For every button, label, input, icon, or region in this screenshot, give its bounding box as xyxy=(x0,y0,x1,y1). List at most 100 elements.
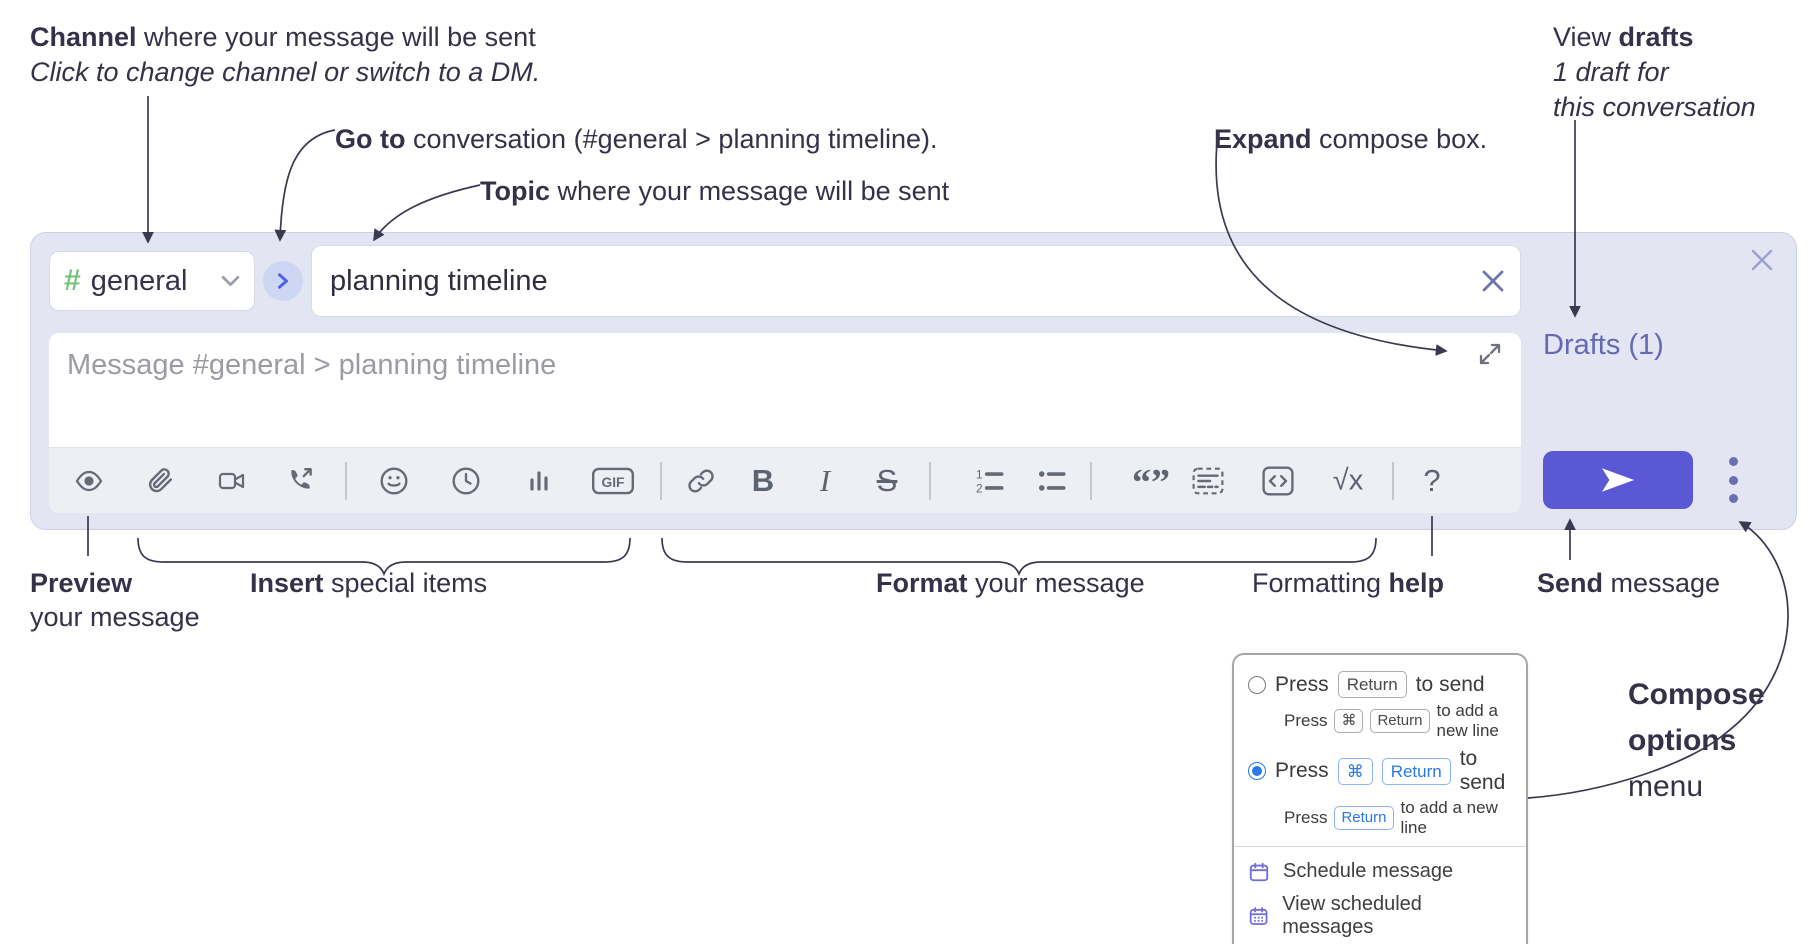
annotation-channel-bold: Channel xyxy=(30,22,137,52)
channel-selector[interactable]: # general xyxy=(49,251,255,311)
video-camera-icon xyxy=(218,472,245,489)
spoiler-button[interactable] xyxy=(1192,466,1224,496)
kbd-return: Return xyxy=(1381,757,1451,785)
smiley-icon xyxy=(380,467,408,494)
chevron-down-icon xyxy=(221,275,240,286)
numbered-list-button[interactable]: 1 2 xyxy=(976,466,1006,496)
quote-button[interactable]: “” xyxy=(1133,466,1169,496)
numbered-list-icon: 1 2 xyxy=(976,468,1004,495)
annotation-goto: Go to conversation (#general > planning … xyxy=(335,124,938,154)
svg-text:1: 1 xyxy=(976,468,983,481)
label-compose-options: Compose options menu xyxy=(1628,678,1765,803)
voice-call-button[interactable] xyxy=(286,466,316,496)
goto-conversation-button[interactable] xyxy=(263,261,303,301)
time-button[interactable] xyxy=(451,466,481,496)
kbd-cmd: ⌘ xyxy=(1337,757,1373,785)
link-button[interactable] xyxy=(686,466,716,496)
question-mark-icon: ? xyxy=(1423,462,1441,498)
kbd-cmd: ⌘ xyxy=(1334,709,1364,733)
link-icon xyxy=(688,469,714,492)
annotation-topic: Topic where your message will be sent xyxy=(480,176,950,206)
topic-input-wrap xyxy=(311,245,1521,317)
svg-text:GIF: GIF xyxy=(602,475,625,490)
compose-close-button[interactable] xyxy=(1747,245,1777,275)
topic-input[interactable] xyxy=(311,245,1521,317)
toolbar-divider xyxy=(1392,461,1394,500)
code-button[interactable] xyxy=(1262,465,1294,496)
label-formatting-help: Formatting help xyxy=(1252,568,1445,598)
paperclip-icon xyxy=(148,467,173,492)
math-icon: √x xyxy=(1332,464,1364,496)
bold-button[interactable]: B xyxy=(752,463,774,499)
gif-button[interactable]: GIF xyxy=(591,464,635,497)
emoji-button[interactable] xyxy=(379,466,409,496)
gif-icon: GIF xyxy=(591,467,635,494)
message-textarea[interactable] xyxy=(49,333,1521,447)
annotation-channel-rest: where your message will be sent xyxy=(136,22,536,52)
preview-button[interactable] xyxy=(73,467,105,495)
radio-unselected-icon[interactable] xyxy=(1248,675,1266,694)
math-button[interactable]: √x xyxy=(1333,464,1363,497)
send-button[interactable] xyxy=(1543,451,1693,509)
line-goto-pointer xyxy=(274,129,336,242)
formatting-help-button[interactable]: ? xyxy=(1423,463,1440,499)
channel-hash-icon: # xyxy=(64,264,81,297)
annotation-channel-line2: Click to change channel or switch to a D… xyxy=(30,57,541,87)
menu-item-view-scheduled-messages[interactable]: View scheduled messages xyxy=(1248,888,1510,944)
toolbar-divider xyxy=(345,461,347,500)
calendar-icon xyxy=(1249,862,1269,881)
ellipsis-icon xyxy=(1728,457,1738,466)
toolbar-divider xyxy=(660,461,662,500)
kbd-return: Return xyxy=(1334,806,1394,830)
label-format: Format your message xyxy=(876,568,1145,598)
label-preview: Preview your message xyxy=(30,568,200,632)
label-send-message: Send message xyxy=(1537,568,1721,598)
menu-option-return-to-send[interactable]: Press Return to send xyxy=(1248,671,1510,698)
compose-options-button[interactable] xyxy=(1721,455,1745,505)
italic-button[interactable]: I xyxy=(820,463,830,499)
strikethrough-icon: S xyxy=(876,462,898,498)
annotation-expand: Expand compose box. xyxy=(1214,124,1488,154)
close-icon xyxy=(1751,249,1773,271)
svg-text:“”: “” xyxy=(1133,466,1169,496)
compose-toolbar: GIF B I S 1 2 xyxy=(49,447,1521,513)
message-box xyxy=(49,333,1521,447)
label-insert: Insert special items xyxy=(250,568,488,598)
calendar-dots-icon xyxy=(1249,907,1268,925)
phone-call-icon xyxy=(291,467,312,489)
menu-option-cmd-return-to-send[interactable]: Press ⌘ Return to send xyxy=(1248,747,1510,795)
italic-icon: I xyxy=(819,462,831,498)
eye-icon xyxy=(75,470,103,491)
menu-item-schedule-message[interactable]: Schedule message xyxy=(1248,855,1510,888)
attach-file-button[interactable] xyxy=(146,466,176,496)
menu-option1-subtext: Press ⌘ Return to add a new line xyxy=(1284,701,1499,740)
spoiler-icon xyxy=(1192,467,1224,494)
compose-box: # general xyxy=(30,232,1797,530)
strikethrough-button[interactable]: S xyxy=(877,463,898,499)
expand-compose-button[interactable] xyxy=(1477,341,1505,369)
radio-selected-icon[interactable] xyxy=(1248,762,1266,780)
channel-name: general xyxy=(90,264,188,297)
bar-chart-icon xyxy=(530,470,548,491)
code-icon xyxy=(1262,465,1294,496)
expand-icon xyxy=(1479,343,1501,365)
poll-button[interactable] xyxy=(524,467,554,495)
kbd-return: Return xyxy=(1337,671,1407,698)
svg-text:2: 2 xyxy=(976,482,983,495)
toolbar-divider xyxy=(1090,461,1092,500)
menu-divider xyxy=(1234,846,1526,847)
bulleted-list-button[interactable] xyxy=(1038,466,1068,496)
annotation-drafts: View drafts 1 draft for this conversatio… xyxy=(1553,22,1756,122)
compose-options-menu: Press Return to send Press ⌘ Return to a… xyxy=(1232,653,1528,944)
close-icon xyxy=(1482,270,1504,292)
drafts-link[interactable]: Drafts (1) xyxy=(1543,329,1664,361)
quote-icon: “” xyxy=(1133,466,1169,496)
bold-icon: B xyxy=(751,462,775,498)
kbd-return: Return xyxy=(1370,709,1430,733)
send-icon xyxy=(1601,468,1635,492)
video-call-button[interactable] xyxy=(216,467,248,495)
topic-clear-button[interactable] xyxy=(1479,267,1507,295)
bulleted-list-icon xyxy=(1038,470,1066,491)
menu-option2-subtext: Press Return to add a new line xyxy=(1284,798,1498,837)
